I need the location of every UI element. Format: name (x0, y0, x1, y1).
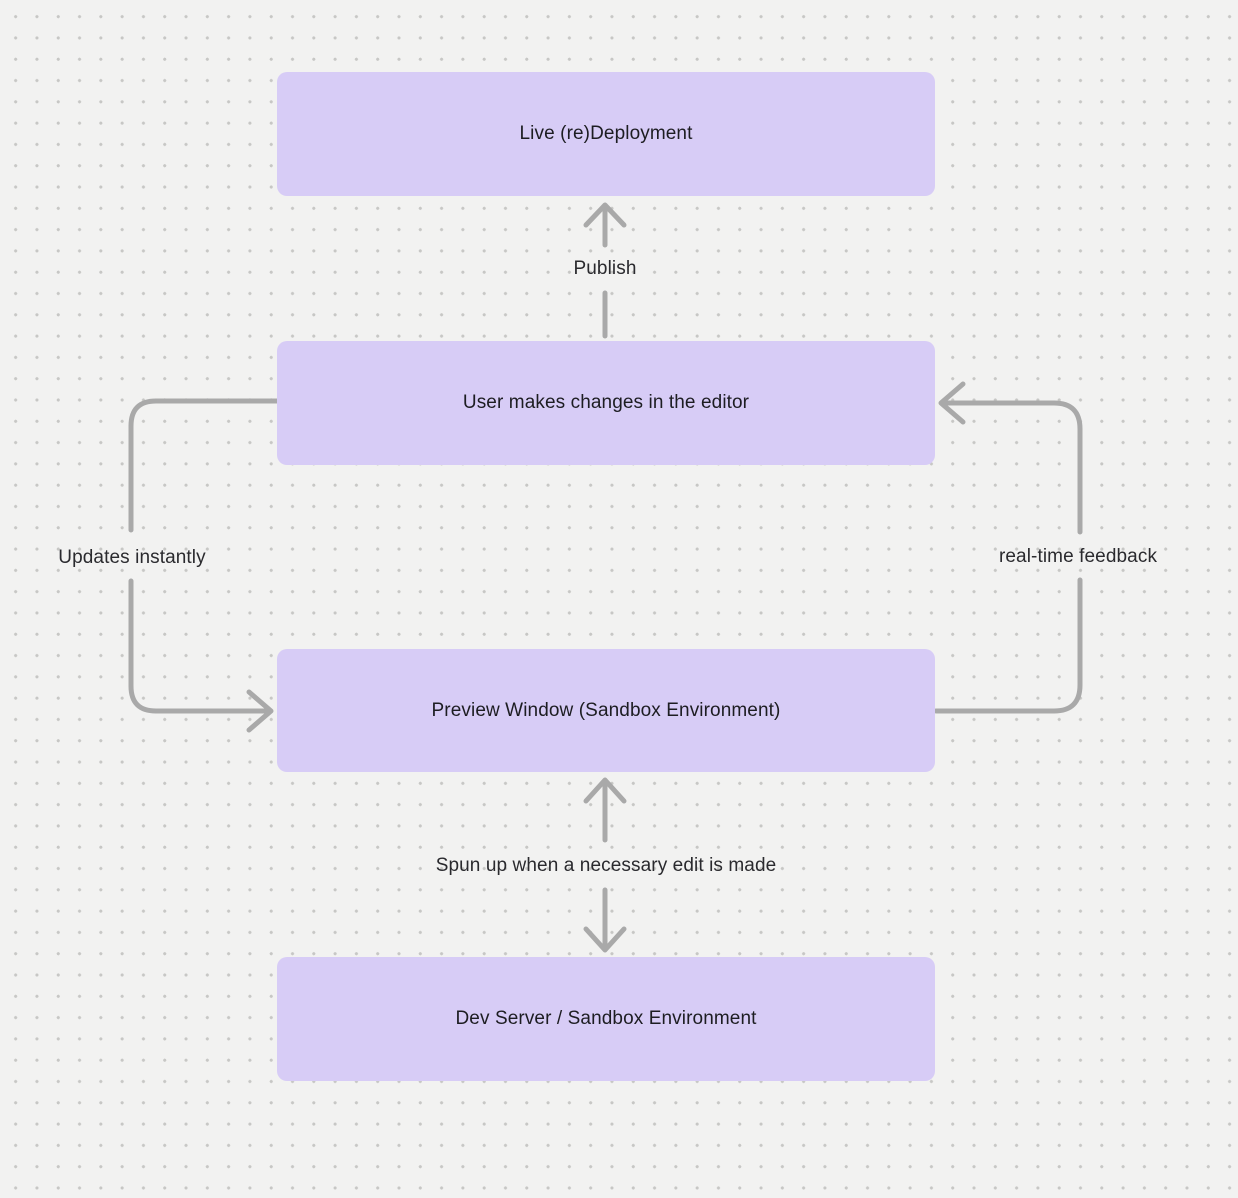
node-live-redeployment-label: Live (re)Deployment (519, 123, 693, 144)
realtime-arrowhead-left-icon (938, 381, 966, 425)
realtime-arrow-lower (933, 577, 1083, 714)
updates-arrow-lower (128, 578, 268, 714)
publish-arrowhead-up-icon (583, 202, 627, 228)
updates-arrowhead-right-icon (246, 689, 274, 733)
node-dev-server[interactable]: Dev Server / Sandbox Environment (277, 957, 935, 1081)
spunup-arrowhead-up-icon (583, 777, 627, 804)
edge-label-updates-instantly[interactable]: Updates instantly (58, 547, 206, 568)
node-preview-window[interactable]: Preview Window (Sandbox Environment) (277, 649, 935, 772)
edge-label-spun-up[interactable]: Spun up when a necessary edit is made (435, 855, 777, 876)
edge-label-realtime-feedback[interactable]: real-time feedback (998, 546, 1158, 567)
node-user-editor[interactable]: User makes changes in the editor (277, 341, 935, 465)
updates-arrow-upper (128, 398, 280, 533)
node-live-redeployment[interactable]: Live (re)Deployment (277, 72, 935, 196)
node-user-editor-label: User makes changes in the editor (462, 392, 750, 413)
realtime-arrow-upper (944, 400, 1083, 535)
node-dev-server-label: Dev Server / Sandbox Environment (455, 1008, 757, 1029)
spunup-arrowhead-down-icon (583, 926, 627, 953)
node-preview-window-label: Preview Window (Sandbox Environment) (431, 699, 781, 721)
edge-label-publish[interactable]: Publish (573, 258, 637, 279)
